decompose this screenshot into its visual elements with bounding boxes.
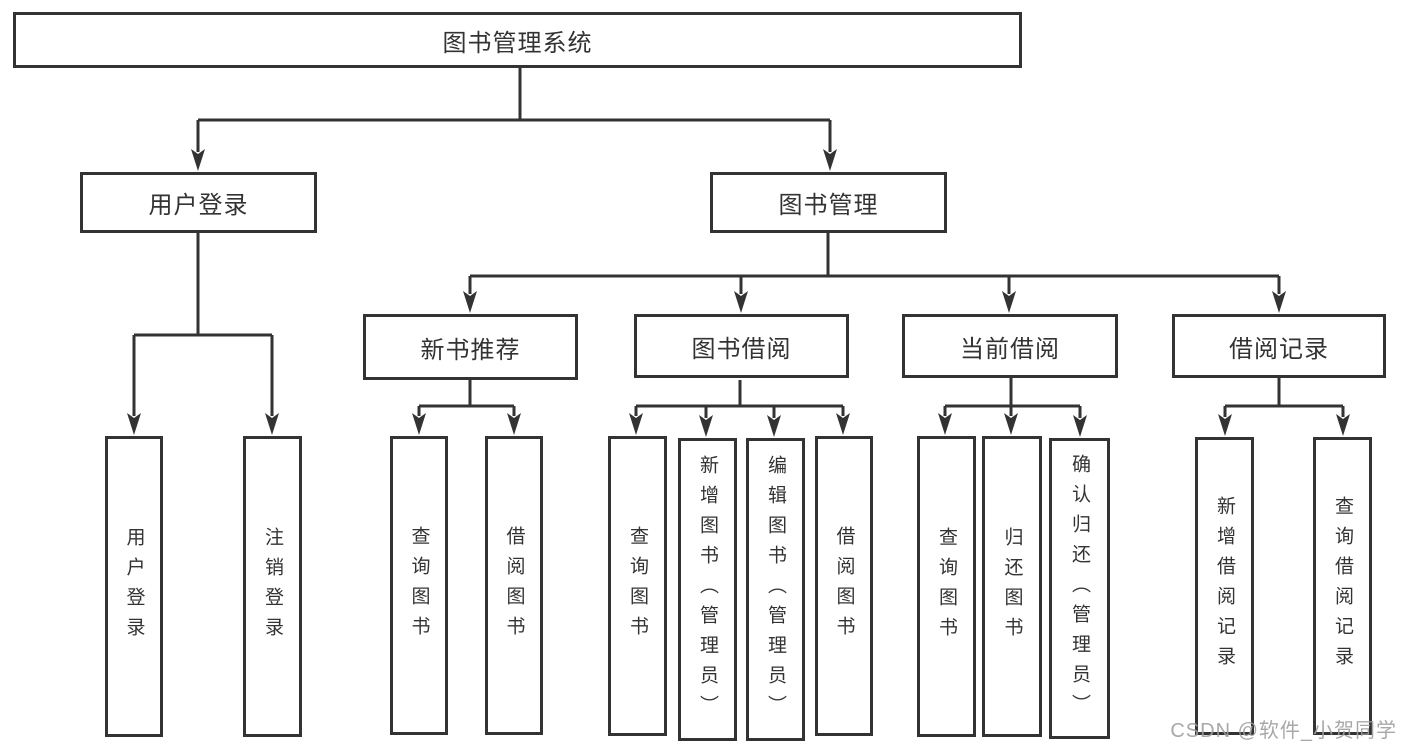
arrowhead <box>1336 414 1350 436</box>
arrowhead <box>1004 413 1018 435</box>
leaf-cb-query-book: 查询图书 <box>917 436 976 737</box>
node-new-book-recommend-label: 新书推荐 <box>420 336 521 364</box>
connector-book-mgmt-to-level3 <box>468 233 1281 294</box>
arrowhead <box>734 291 748 313</box>
leaf-bb-add-book-admin: 新增图书（管理员） <box>678 438 737 741</box>
arrowhead <box>1218 414 1232 436</box>
arrowhead <box>836 413 850 435</box>
leaf-rec-query-book: 查询图书 <box>390 436 448 735</box>
arrowhead <box>191 149 205 171</box>
leaf-bb-add-book-admin-label: 新增图书（管理员） <box>697 454 718 725</box>
node-book-borrow: 图书借阅 <box>634 314 849 378</box>
arrowhead <box>767 415 781 437</box>
node-borrow-record-label: 借阅记录 <box>1229 335 1329 363</box>
leaf-user-login-label: 用户登录 <box>123 526 145 647</box>
leaf-cb-return-book-label: 归还图书 <box>1001 526 1023 647</box>
arrowhead <box>823 149 837 171</box>
leaf-cb-return-book: 归还图书 <box>982 436 1042 737</box>
node-root-label: 图书管理系统 <box>442 29 593 57</box>
leaf-cb-confirm-return-admin-label: 确认归还（管理员） <box>1069 453 1090 724</box>
arrowhead <box>629 413 643 435</box>
connector-root-to-level2 <box>196 68 832 152</box>
node-user-login-label: 用户登录 <box>148 192 249 219</box>
node-root: 图书管理系统 <box>13 12 1022 68</box>
connector-new-book-rec-branch <box>417 380 516 416</box>
node-book-management-label: 图书管理 <box>778 192 879 219</box>
node-current-borrow: 当前借阅 <box>902 314 1118 378</box>
node-book-management: 图书管理 <box>710 172 947 233</box>
leaf-rec-query-book-label: 查询图书 <box>408 525 430 646</box>
leaf-bb-query-book-label: 查询图书 <box>627 526 648 646</box>
leaf-cb-confirm-return-admin: 确认归还（管理员） <box>1049 438 1110 739</box>
leaf-rec-borrow-book-label: 借阅图书 <box>503 525 525 646</box>
leaf-rec-borrow-book: 借阅图书 <box>485 436 543 735</box>
leaf-user-login: 用户登录 <box>105 436 163 737</box>
leaf-bb-borrow-book-label: 借阅图书 <box>833 526 855 646</box>
leaf-cb-query-book-label: 查询图书 <box>936 526 957 647</box>
leaf-bb-query-book: 查询图书 <box>608 436 667 736</box>
leaf-br-query-record: 查询借阅记录 <box>1313 437 1372 735</box>
node-new-book-recommend: 新书推荐 <box>363 314 578 380</box>
arrowhead <box>1073 415 1087 437</box>
connector-user-login-branch <box>132 233 274 416</box>
leaf-br-add-record-label: 新增借阅记录 <box>1214 496 1235 676</box>
leaf-bb-borrow-book: 借阅图书 <box>815 436 873 736</box>
node-current-borrow-label: 当前借阅 <box>960 335 1060 363</box>
arrowhead <box>699 415 713 437</box>
leaf-br-query-record-label: 查询借阅记录 <box>1332 496 1353 676</box>
connector-book-borrow-branch <box>634 380 845 418</box>
node-user-login: 用户登录 <box>80 172 317 233</box>
arrowhead <box>463 291 477 313</box>
arrowhead <box>127 413 141 435</box>
node-book-borrow-label: 图书借阅 <box>691 335 792 363</box>
node-borrow-record: 借阅记录 <box>1172 314 1386 378</box>
arrowhead <box>507 413 521 435</box>
connector-borrow-record-branch <box>1223 378 1345 417</box>
connector-current-borrow-branch <box>943 378 1082 418</box>
csdn-watermark: CSDN @软件_小贺同学 <box>1170 720 1397 742</box>
arrowhead <box>1272 291 1286 313</box>
arrowhead <box>1002 291 1016 313</box>
leaf-logout: 注销登录 <box>243 436 302 737</box>
leaf-logout-label: 注销登录 <box>262 526 283 647</box>
arrowhead <box>938 413 952 435</box>
arrowhead <box>265 413 279 435</box>
arrowhead <box>412 413 426 435</box>
leaf-bb-edit-book-admin: 编辑图书（管理员） <box>746 438 805 741</box>
leaf-br-add-record: 新增借阅记录 <box>1195 437 1254 735</box>
leaf-bb-edit-book-admin-label: 编辑图书（管理员） <box>765 454 786 725</box>
